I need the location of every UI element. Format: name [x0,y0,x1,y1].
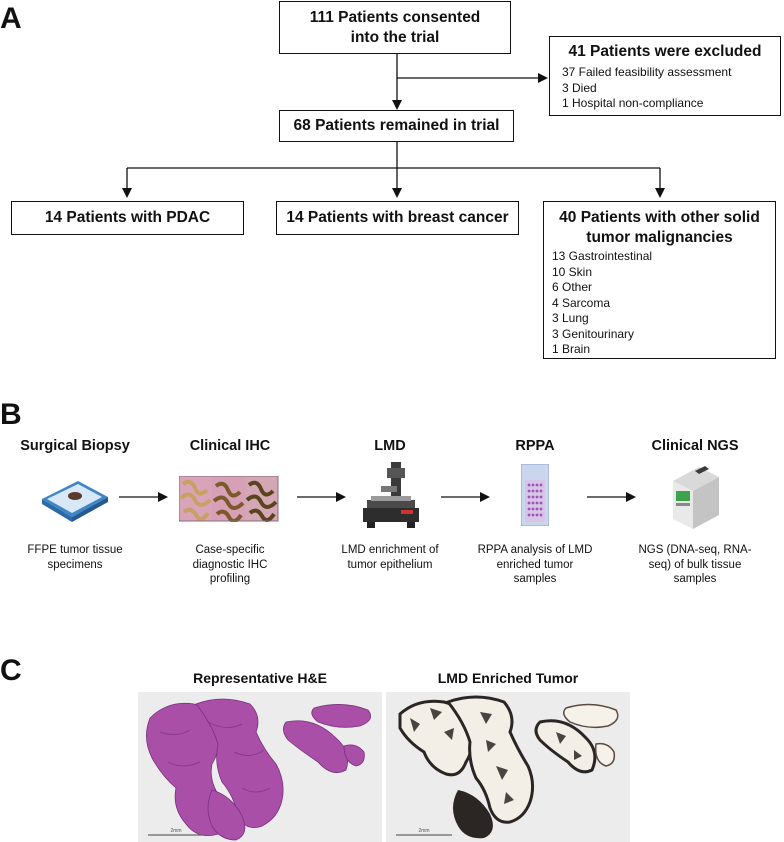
other-item: 1 Brain [552,342,591,356]
step-caption-biopsy: FFPE tumor tissue specimens [27,544,123,571]
other-item: 3 Lung [552,311,589,325]
panel-label-c: C [0,654,22,687]
other-item: 10 Skin [552,264,593,279]
remained-box: 68 Patients remained in trial [279,110,514,142]
other-item: 13 Gastrointestinal [552,249,653,263]
microscope-icon [363,462,419,528]
ihc-slides-icon [179,476,279,522]
other-list: 13 Gastrointestinal 10 Skin 6 Other 4 Sa… [552,249,767,358]
rppa-array-icon [521,464,549,526]
step-title-ngs: Clinical NGS [651,438,739,454]
lmd-image-title: LMD Enriched Tumor [437,670,579,686]
he-scale-label: 2mm [170,828,181,834]
lmd-scale-label: 2mm [418,828,429,834]
excluded-box: 41 Patients were excluded 37 Failed feas… [549,36,781,116]
other-item: 6 Other [552,280,593,294]
biopsy-cassette-icon [42,481,108,522]
excluded-item: 1 Hospital non-compliance [562,96,704,110]
other-item: 3 Genitourinary [552,326,635,341]
other-box: 40 Patients with other solid tumor malig… [543,201,776,359]
panel-label-b: B [0,398,22,431]
consented-box: 111 Patients consented into the trial [279,1,511,54]
pdac-box: 14 Patients with PDAC [11,201,244,235]
he-image-title: Representative H&E [193,670,327,686]
lmd-image: 2mm [386,692,630,842]
step-caption-ihc: Case-specific diagnostic IHC profiling [192,544,268,585]
step-caption-rppa: RPPA analysis of LMD enriched tumor samp… [477,544,593,585]
step-title-rppa: RPPA [515,438,555,454]
other-item: 4 Sarcoma [552,295,611,310]
breast-box: 14 Patients with breast cancer [276,201,519,235]
he-image: 2mm [138,692,382,842]
other-title: 40 Patients with other solid tumor malig… [559,209,760,246]
sequencer-icon [673,466,719,529]
panel-label-a: A [0,2,22,35]
excluded-item: 3 Died [562,80,597,95]
excluded-title: 41 Patients were excluded [568,43,762,60]
step-title-ihc: Clinical IHC [189,438,271,454]
step-caption-lmd: LMD enrichment of tumor epithelium [341,544,439,571]
step-caption-ngs: NGS (DNA-seq, RNA-seq) of bulk tissue sa… [638,544,752,585]
excluded-list: 37 Failed feasibility assessment 3 Died … [562,65,768,112]
step-title-lmd: LMD [374,438,406,454]
step-title-biopsy: Surgical Biopsy [20,438,130,454]
excluded-item: 37 Failed feasibility assessment [562,65,732,79]
